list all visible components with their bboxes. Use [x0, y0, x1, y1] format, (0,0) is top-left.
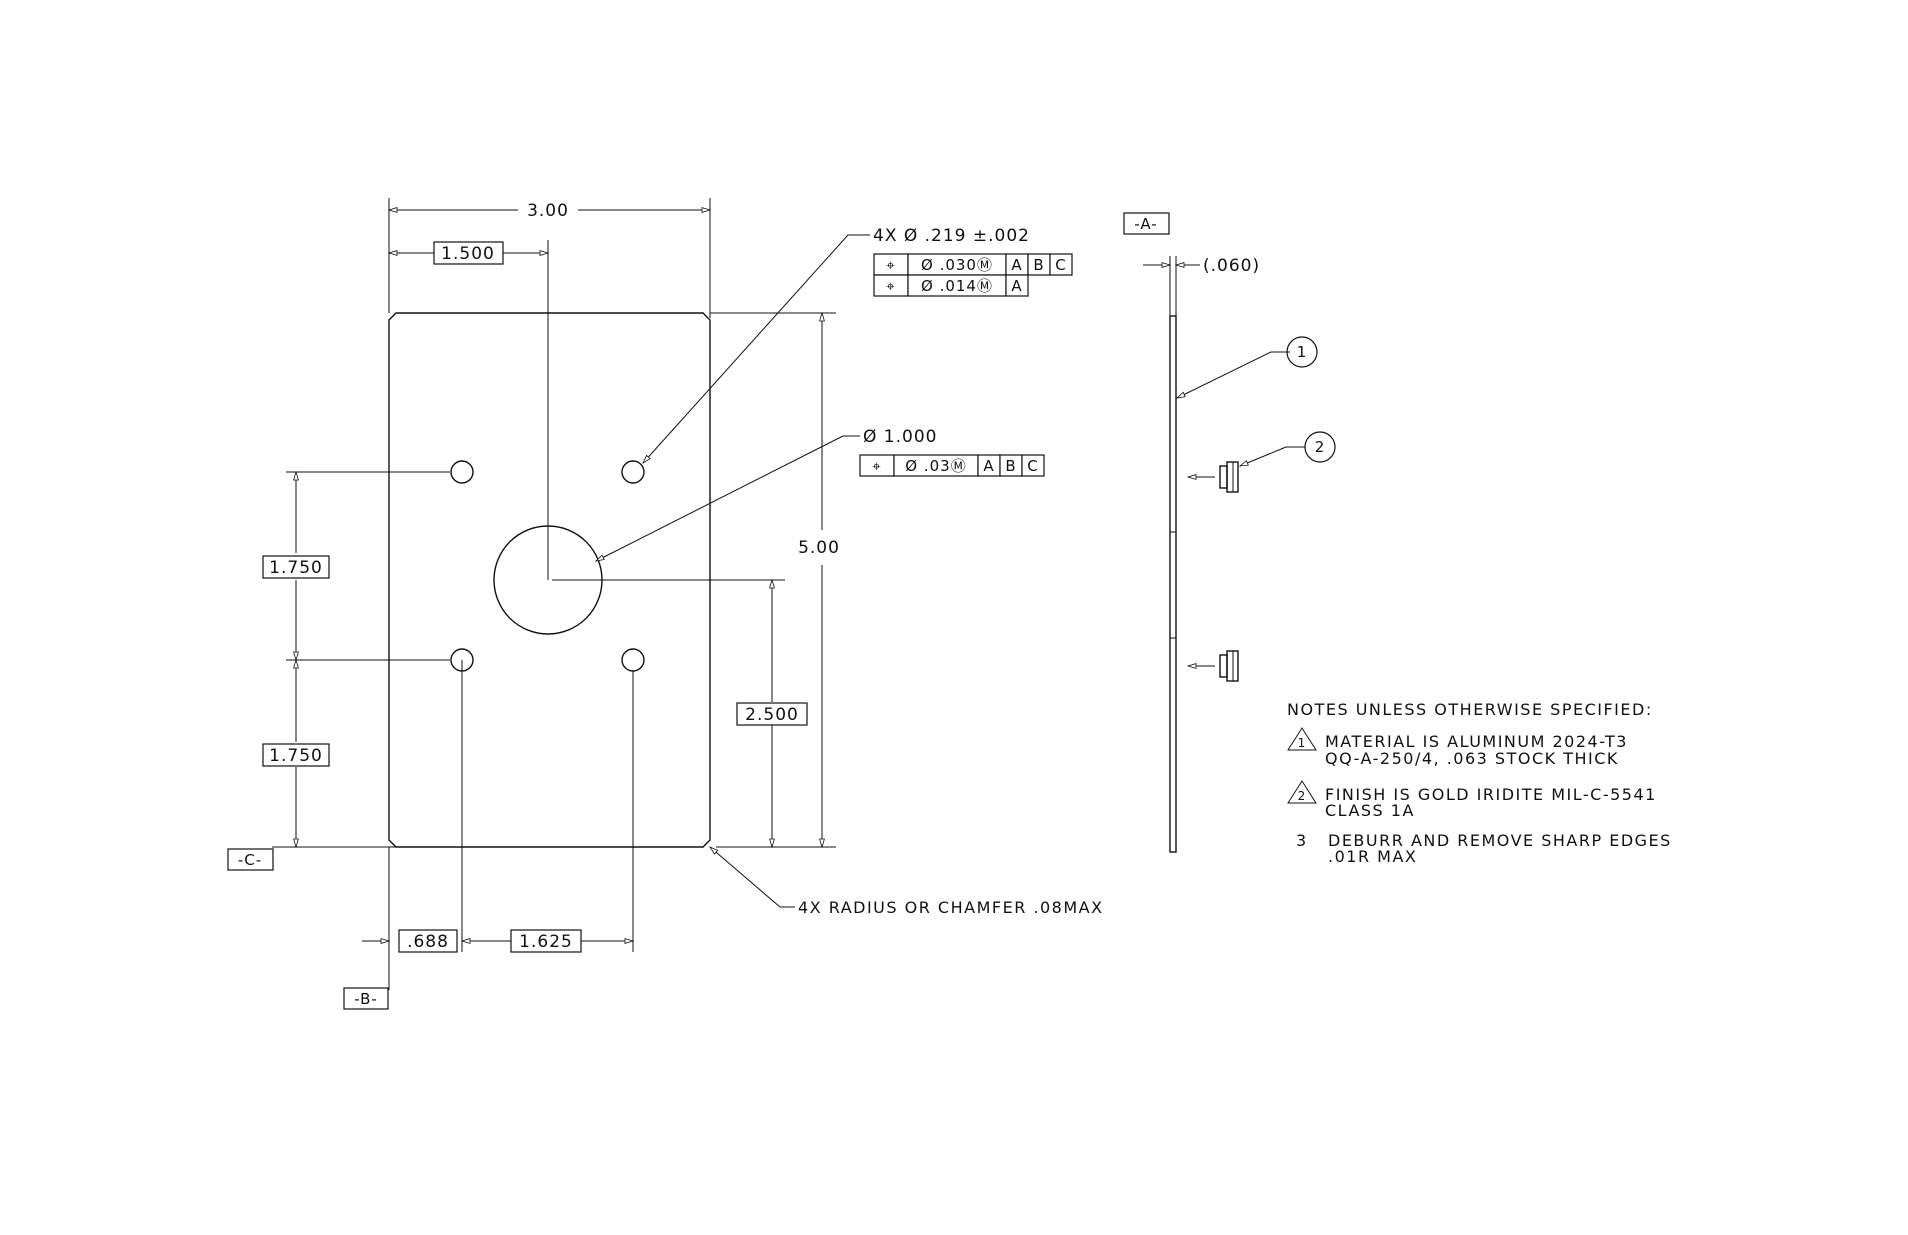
- center-fcf-datum-a: A: [983, 457, 994, 475]
- balloon-1-label: 1: [1297, 343, 1308, 361]
- datum-a: -A-: [1123, 212, 1170, 235]
- fcf-row-2-tolerance: Ø .014Ⓜ: [921, 277, 993, 295]
- thickness-dimension: (.060): [1143, 256, 1260, 316]
- center-fcf-tolerance: Ø .03Ⓜ: [905, 457, 966, 475]
- note-2-flag-icon: [1287, 780, 1317, 804]
- center-hole-label: Ø 1.000: [863, 427, 937, 447]
- hardware-item-upper: [1188, 461, 1239, 493]
- hole-upper-right: [621, 460, 645, 484]
- small-holes-callout: 4X Ø .219 ±.002 ⌖ Ø .030Ⓜ A B C ⌖ Ø .014…: [643, 226, 1073, 463]
- notes-title: NOTES UNLESS OTHERWISE SPECIFIED:: [1287, 700, 1653, 719]
- fcf-row-1-symbol: ⌖: [886, 256, 895, 274]
- datum-c: -C-: [227, 846, 396, 871]
- center-hole-y-value: 2.500: [745, 705, 799, 725]
- fcf-row-2-symbol: ⌖: [886, 277, 895, 295]
- fcf-row-2-datum-a: A: [1011, 277, 1022, 295]
- hole-x-basic-value: 1.500: [441, 244, 495, 264]
- fcf-row-1-datum-b: B: [1033, 256, 1044, 274]
- overall-height-value: 5.00: [798, 538, 840, 558]
- hole-upper-left: [450, 460, 474, 484]
- datum-c-label: -C-: [238, 851, 262, 869]
- hardware-item-lower: [1188, 650, 1239, 682]
- balloon-2-label: 2: [1315, 438, 1326, 456]
- corner-note-text: 4X RADIUS OR CHAMFER .08MAX: [798, 898, 1104, 917]
- plate-outline: [388, 312, 711, 848]
- balloon-1: 1: [1177, 336, 1318, 398]
- fcf-row-1-datum-a: A: [1011, 256, 1022, 274]
- note-3-line1: DEBURR AND REMOVE SHARP EDGES: [1328, 831, 1672, 850]
- note-1-flag-icon: [1287, 727, 1317, 751]
- hole-spacing-value: 1.625: [519, 932, 573, 952]
- fcf-row-1-tolerance: Ø .030Ⓜ: [921, 256, 993, 274]
- center-hole-callout: Ø 1.000 ⌖ Ø .03Ⓜ A B C: [596, 427, 1045, 561]
- note-3: 3 DEBURR AND REMOVE SHARP EDGES .01R MAX: [1296, 831, 1672, 866]
- small-holes-label: 4X Ø .219 ±.002: [873, 226, 1030, 246]
- datum-a-label: -A-: [1134, 215, 1157, 233]
- note-1-line2: QQ-A-250/4, .063 STOCK THICK: [1325, 749, 1619, 768]
- overall-width-dimension: 3.00: [389, 198, 710, 318]
- hole-x-basic-dimension: 1.500: [389, 240, 548, 580]
- center-fcf-symbol: ⌖: [872, 457, 881, 475]
- corner-note: 4X RADIUS OR CHAMFER .08MAX: [710, 847, 1104, 917]
- center-fcf: ⌖ Ø .03Ⓜ A B C: [859, 454, 1045, 477]
- hole-x-bottom-dimensions: .688 1.625: [362, 660, 633, 990]
- hole-y-upper-value: 1.750: [269, 558, 323, 578]
- datum-b-label: -B-: [354, 990, 378, 1008]
- note-3-marker: 3: [1296, 831, 1308, 850]
- hole-y-lower-value: 1.750: [269, 746, 323, 766]
- note-2: 2 FINISH IS GOLD IRIDITE MIL-C-5541 CLAS…: [1287, 780, 1657, 820]
- hole-lower-right: [621, 648, 645, 672]
- hole-x-offset-value: .688: [407, 932, 449, 952]
- center-fcf-datum-b: B: [1005, 457, 1016, 475]
- note-3-line2: .01R MAX: [1328, 847, 1417, 866]
- note-2-line1: FINISH IS GOLD IRIDITE MIL-C-5541: [1325, 785, 1657, 804]
- center-fcf-datum-c: C: [1027, 457, 1038, 475]
- note-2-line2: CLASS 1A: [1325, 801, 1415, 820]
- note-1: 1 MATERIAL IS ALUMINUM 2024-T3 QQ-A-250/…: [1287, 727, 1628, 768]
- overall-width-value: 3.00: [527, 201, 569, 221]
- hole-y-dimensions: 1.750 1.750: [262, 472, 450, 847]
- fcf-row-1: ⌖ Ø .030Ⓜ A B C: [873, 253, 1073, 276]
- note-1-line1: MATERIAL IS ALUMINUM 2024-T3: [1325, 732, 1628, 751]
- fcf-row-1-datum-c: C: [1055, 256, 1066, 274]
- side-view: -A- (.060) 1 2: [1123, 212, 1336, 853]
- notes-block: NOTES UNLESS OTHERWISE SPECIFIED: 1 MATE…: [1287, 700, 1672, 866]
- fcf-row-2: ⌖ Ø .014Ⓜ A: [873, 274, 1029, 297]
- center-hole-y-dimension: 2.500: [552, 580, 808, 847]
- balloon-2: 2: [1240, 431, 1336, 466]
- thickness-value: (.060): [1203, 256, 1260, 276]
- plate-edge-view: [1169, 315, 1177, 853]
- note-2-marker: 2: [1298, 789, 1307, 803]
- datum-b: -B-: [343, 987, 389, 1010]
- note-1-marker: 1: [1298, 736, 1307, 750]
- overall-height-dimension: 5.00: [710, 313, 840, 847]
